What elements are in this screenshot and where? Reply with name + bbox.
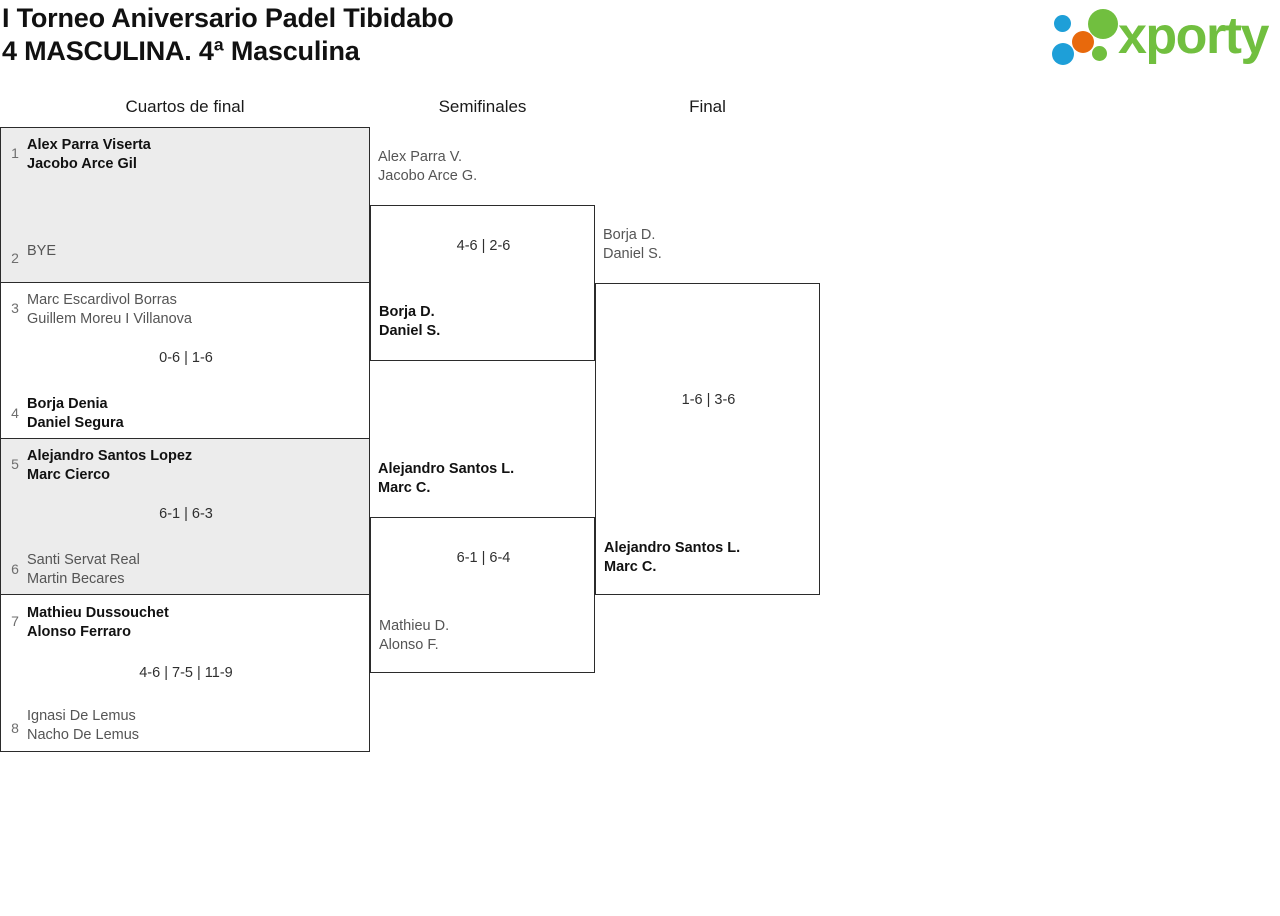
logo-wordmark: xporty [1118, 7, 1269, 65]
match-competitor-bottom[interactable]: BYE [1, 242, 371, 292]
match-final[interactable]: 1-6 | 3-6 Alejandro Santos L. Marc C. [595, 283, 820, 595]
match-score: 6-1 | 6-4 [456, 550, 511, 566]
logo-dots-icon [1052, 7, 1118, 65]
match-quarterfinal-1[interactable]: 1 Alex Parra Viserta Jacobo Arce Gil 2 B… [0, 127, 370, 283]
player-name: Marc C. [604, 558, 657, 575]
column-header-semifinals: Semifinales [438, 97, 527, 116]
seed-number: 1 [11, 145, 19, 161]
page-header: I Torneo Aniversario Padel Tibidabo 4 MA… [0, 0, 1280, 78]
player-name: Jacobo Arce Gil [27, 155, 137, 172]
semifinal-2-competitor-bottom[interactable]: Mathieu D. Alonso F. [379, 617, 596, 654]
player-name: BYE [27, 243, 57, 259]
semifinal-1-competitor-bottom[interactable]: Borja D. Daniel S. [379, 303, 596, 340]
tournament-name: I Torneo Aniversario Padel Tibidabo [2, 3, 454, 33]
player-name: Nacho De Lemus [27, 726, 140, 743]
player-name: Ignasi De Lemus [27, 708, 136, 724]
match-semifinal-1[interactable]: 4-6 | 2-6 Borja D. Daniel S. [370, 205, 595, 361]
player-name: Guillem Moreu I Villanova [27, 310, 192, 327]
match-quarterfinal-3[interactable]: 5 Alejandro Santos Lopez Marc Cierco 6-1… [0, 439, 370, 595]
match-score: 6-1 | 6-3 [159, 506, 213, 522]
seed-number: 7 [11, 613, 19, 629]
match-competitor-top[interactable]: Alejandro Santos Lopez Marc Cierco [1, 447, 371, 497]
final-competitor-bottom[interactable]: Alejandro Santos L. Marc C. [604, 539, 821, 576]
seed-number: 4 [11, 405, 19, 421]
seed-number: 3 [11, 300, 19, 316]
player-name: Mathieu Dussouchet [27, 605, 169, 621]
seed-number: 6 [11, 561, 19, 577]
match-semifinal-2[interactable]: 6-1 | 6-4 Mathieu D. Alonso F. [370, 517, 595, 673]
column-header-quarterfinals: Cuartos de final [125, 97, 245, 116]
player-name: Borja D. [379, 304, 435, 320]
column-header-final: Final [689, 97, 726, 116]
logo-dot-green-large-icon [1088, 9, 1118, 39]
final-competitor-top[interactable]: Borja D. Daniel S. [595, 226, 815, 263]
match-competitor-bottom[interactable]: Borja Denia Daniel Segura [1, 395, 371, 445]
match-quarterfinal-4[interactable]: 7 Mathieu Dussouchet Alonso Ferraro 4-6 … [0, 595, 370, 752]
player-name: Alejandro Santos Lopez [27, 448, 193, 464]
match-competitor-top[interactable]: Marc Escardivol Borras Guillem Moreu I V… [1, 291, 371, 341]
match-score: 4-6 | 7-5 | 11-9 [139, 665, 233, 681]
player-name: Daniel Segura [27, 414, 124, 431]
semifinal-1-competitor-top[interactable]: Alex Parra V. Jacobo Arce G. [370, 148, 590, 185]
player-name: Marc Escardivol Borras [27, 292, 177, 308]
player-name: Santi Servat Real [27, 552, 140, 568]
player-name: Alejandro Santos L. [378, 461, 515, 477]
match-score: 0-6 | 1-6 [159, 350, 213, 366]
match-score: 1-6 | 3-6 [681, 392, 736, 408]
player-name: Mathieu D. [379, 618, 450, 634]
player-name: Daniel S. [603, 245, 662, 262]
seed-number: 5 [11, 456, 19, 472]
match-competitor-top[interactable]: Mathieu Dussouchet Alonso Ferraro [1, 604, 371, 654]
player-name: Borja Denia [27, 396, 108, 412]
match-competitor-top[interactable]: Alex Parra Viserta Jacobo Arce Gil [1, 136, 371, 186]
player-name: Alonso Ferraro [27, 623, 131, 640]
player-name: Marc C. [378, 479, 431, 496]
logo-dot-blue-bottom-icon [1052, 43, 1074, 65]
player-name: Alex Parra V. [378, 149, 463, 165]
match-quarterfinal-2[interactable]: 3 Marc Escardivol Borras Guillem Moreu I… [0, 283, 370, 439]
semifinal-2-competitor-top[interactable]: Alejandro Santos L. Marc C. [370, 460, 590, 497]
seed-number: 8 [11, 720, 19, 736]
tournament-category: 4 MASCULINA. 4ª Masculina [2, 36, 360, 66]
player-name: Jacobo Arce G. [378, 167, 478, 184]
player-name: Alejandro Santos L. [604, 540, 741, 556]
logo-dot-orange-icon [1072, 31, 1094, 53]
player-name: Daniel S. [379, 322, 441, 339]
player-name: Alex Parra Viserta [27, 137, 151, 153]
xporty-logo[interactable]: xporty [1052, 5, 1276, 67]
player-name: Borja D. [603, 227, 656, 243]
match-competitor-bottom[interactable]: Ignasi De Lemus Nacho De Lemus [1, 707, 371, 757]
player-name: Marc Cierco [27, 466, 111, 483]
seed-number: 2 [11, 250, 19, 266]
page-title: I Torneo Aniversario Padel Tibidabo 4 MA… [2, 2, 902, 68]
match-competitor-bottom[interactable]: Santi Servat Real Martin Becares [1, 551, 371, 601]
player-name: Martin Becares [27, 570, 125, 587]
player-name: Alonso F. [379, 636, 439, 653]
logo-dot-blue-top-icon [1054, 15, 1071, 32]
match-score: 4-6 | 2-6 [456, 238, 511, 254]
logo-dot-green-small-icon [1092, 46, 1107, 61]
